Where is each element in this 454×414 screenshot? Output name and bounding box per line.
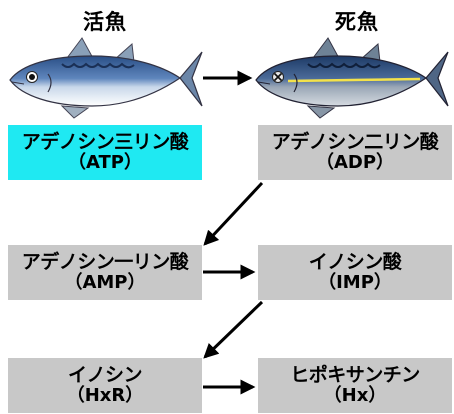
dead-fish-title: 死魚 (335, 10, 379, 34)
hxr-abbr: （HxR） (66, 385, 144, 407)
amp-box: アデノシン一リン酸 （AMP） (8, 245, 202, 300)
adp-name: アデノシン二リン酸 (271, 130, 439, 153)
fresh-mackerel-illustration (9, 37, 203, 119)
amp-name: アデノシン一リン酸 (21, 250, 189, 273)
dead-mackerel-illustration (255, 37, 449, 119)
amp-abbr: （AMP） (64, 272, 146, 294)
atp-abbr: （ATP） (67, 152, 142, 174)
hx-box: ヒポキサンチン （Hx） (258, 358, 452, 413)
atp-name: アデノシン三リン酸 (21, 130, 189, 153)
adp-to-amp-arrow (203, 181, 264, 246)
adp-abbr: （ADP） (315, 152, 395, 174)
atp-box: アデノシン三リン酸 （ATP） (8, 125, 202, 180)
hx-abbr: （Hx） (323, 385, 387, 407)
imp-box: イノシン酸 （IMP） (258, 245, 452, 300)
imp-name: イノシン酸 (308, 250, 402, 273)
imp-to-hxr-arrow (203, 300, 264, 359)
hx-name: ヒポキサンチン (290, 363, 420, 386)
live-fish-title: 活魚 (83, 10, 127, 34)
imp-abbr: （IMP） (318, 272, 392, 294)
adp-box: アデノシン二リン酸 （ADP） (258, 125, 452, 180)
hxr-name: イノシン (67, 363, 143, 386)
hxr-box: イノシン （HxR） (8, 358, 202, 413)
